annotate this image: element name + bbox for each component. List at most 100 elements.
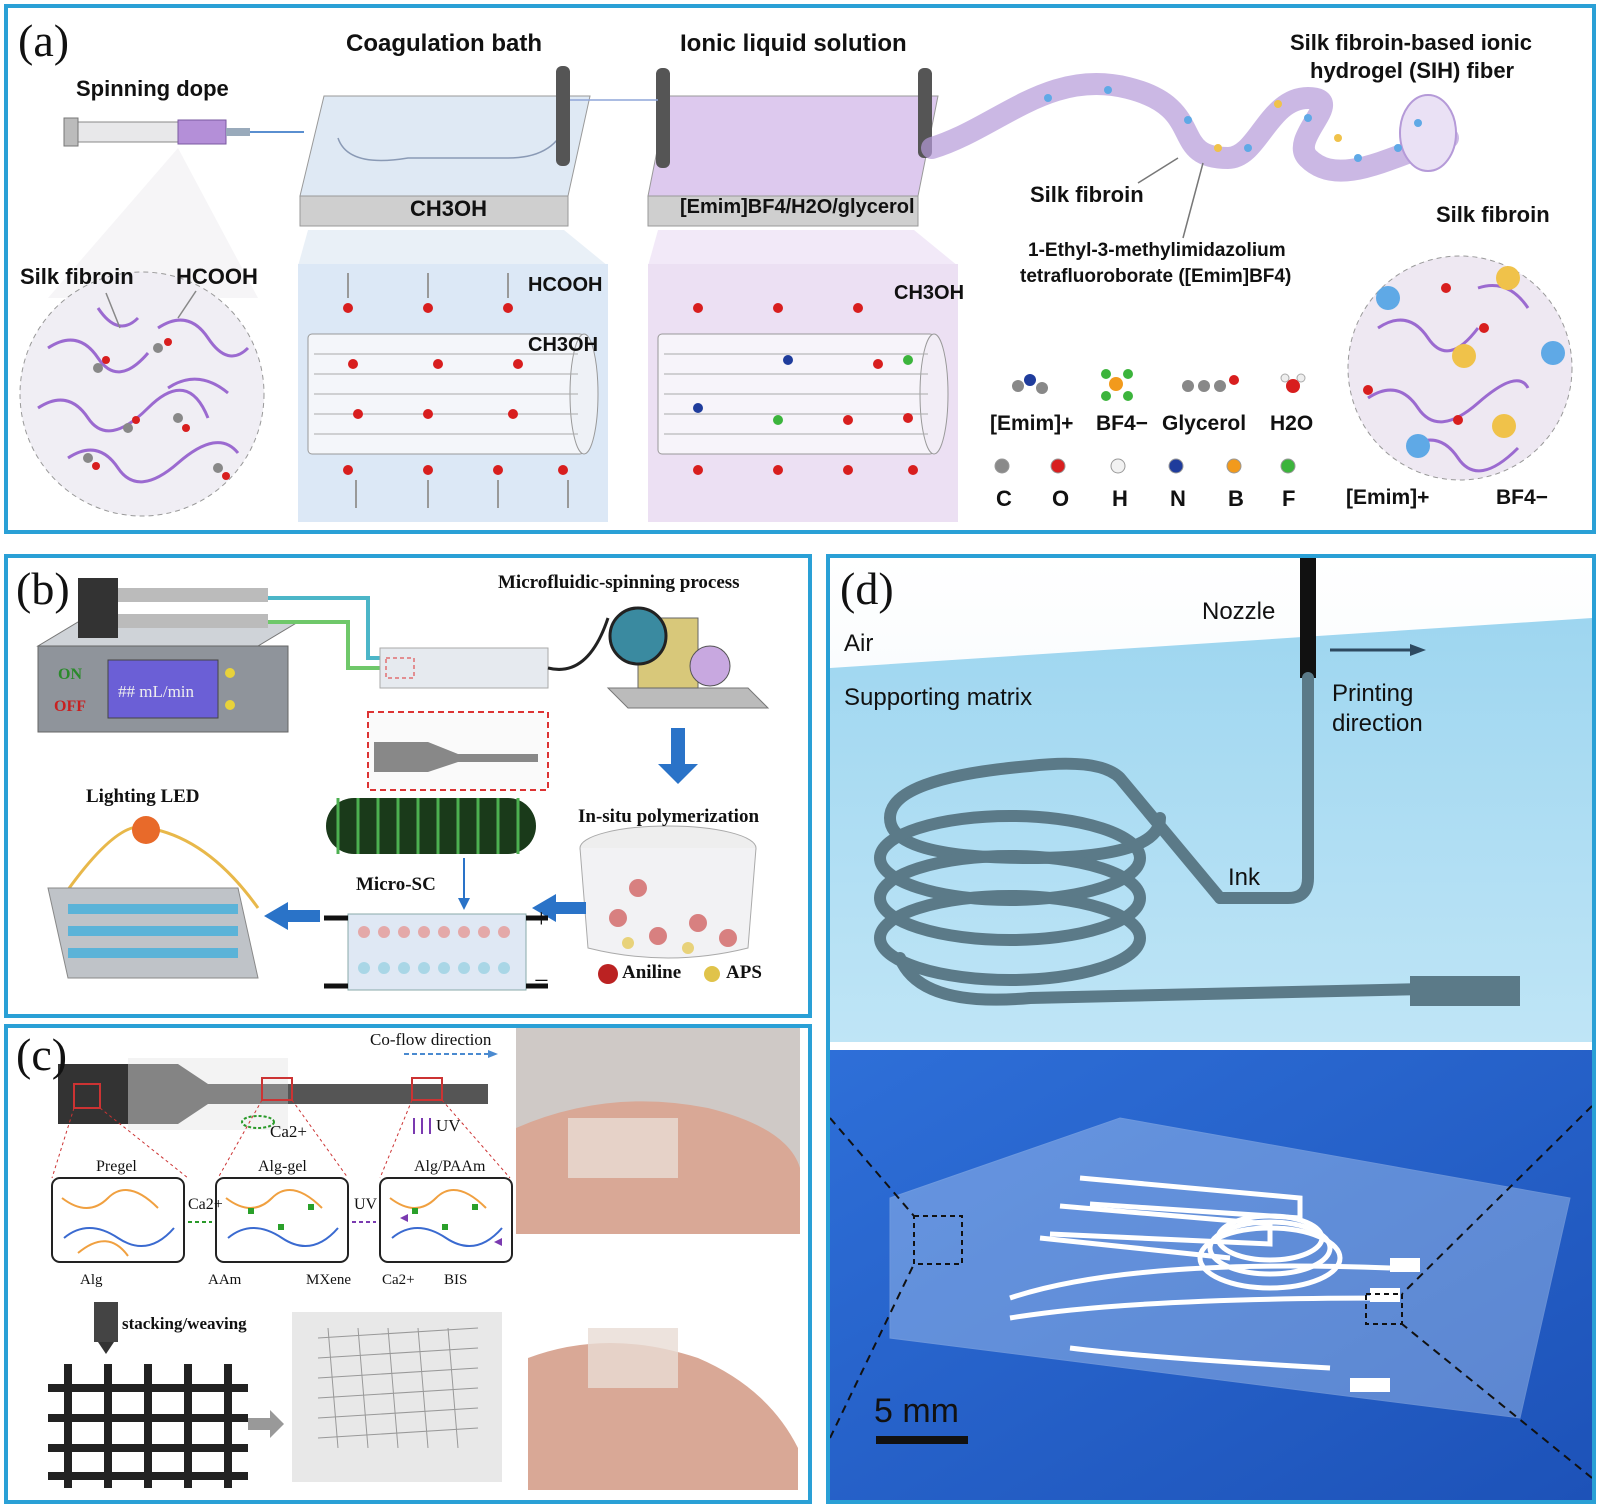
ionic-liquid-solution-label: Ionic liquid solution <box>680 30 907 57</box>
ca2-nozzle-label: Ca2+ <box>270 1122 307 1141</box>
atom-dot-f <box>1280 458 1296 474</box>
legend-atom-b: B <box>1228 486 1244 511</box>
polymerization-label: In-situ polymerization <box>578 806 760 827</box>
woven-scaffold-icon <box>48 1302 248 1488</box>
printing-nozzle-icon <box>1300 558 1316 678</box>
panel-d-graphics <box>830 558 1592 1500</box>
legend-molecule-icons <box>1012 369 1306 401</box>
atom-dot-c <box>994 458 1010 474</box>
emim-circle-label: [Emim]+ <box>1346 486 1430 509</box>
legend-atom-o: O <box>1052 486 1070 511</box>
formic-acid-molecules <box>83 338 230 480</box>
panel-b-graphics <box>36 578 770 991</box>
coagulation-bath-tank <box>299 66 591 227</box>
legend-alg: Alg <box>80 1272 103 1288</box>
legend-atom-h: H <box>1112 486 1128 511</box>
alg-paam-label: Alg/PAAm <box>414 1158 486 1175</box>
panel-b: (b) Microfluidic-spinning process ON OFF… <box>4 554 812 1018</box>
printing-direction-line2: direction <box>1332 710 1423 737</box>
bath1-solvent-label: CH3OH <box>410 196 488 221</box>
lighting-led-label: Lighting LED <box>86 786 200 807</box>
pregel-network-box <box>51 1177 185 1263</box>
legend-h2o: H2O <box>1270 412 1314 435</box>
atom-dot-b <box>1226 458 1242 474</box>
alg-gel-network-box <box>215 1177 349 1263</box>
pump-on-label: ON <box>58 666 82 683</box>
legend-atom-f: F <box>1282 486 1296 511</box>
printed-electrode-traces <box>1009 1175 1391 1371</box>
coagulation-bath-label: Coagulation bath <box>346 30 542 57</box>
panel-c-label: (c) <box>16 1029 68 1080</box>
legend-mxene: MXene <box>306 1272 351 1288</box>
uv-nozzle-label: UV <box>436 1116 461 1135</box>
scale-bar <box>876 1436 968 1444</box>
legend-ca2: Ca2+ <box>382 1272 415 1288</box>
panel-b-label: (b) <box>16 563 70 614</box>
spinning-dope-label: Spinning dope <box>76 76 229 101</box>
syringe-pump-icon <box>36 578 300 733</box>
legend-emim: [Emim]+ <box>990 412 1074 435</box>
silk-fibroin-right-label: Silk fibroin <box>1436 202 1550 227</box>
ch3oh-middle-label: CH3OH <box>528 334 599 356</box>
legend-bis: BIS <box>444 1272 468 1288</box>
legend-atom-n: N <box>1170 486 1186 511</box>
silk-fibroin-left-label: Silk fibroin <box>20 264 134 289</box>
legend-bf4: BF4− <box>1096 412 1148 435</box>
micro-supercapacitor-icon <box>324 913 548 991</box>
bf4-circle-label: BF4− <box>1496 486 1548 509</box>
hcooh-left-label: HCOOH <box>176 264 258 289</box>
atom-dot-o <box>1050 458 1066 474</box>
atom-dot-n <box>1168 458 1184 474</box>
panel-c-graphics <box>48 1028 800 1490</box>
pump-rate-display: ## mL/min <box>118 682 195 701</box>
polymerization-beaker-icon <box>579 825 757 959</box>
sih-fiber-strand <box>921 73 1459 182</box>
legend-atom-dots <box>994 458 1296 474</box>
ionic-liquid-bath-tank <box>647 68 939 227</box>
sih-fiber-zoom-circle <box>1347 255 1573 481</box>
panel-c: (c) Co-flow direction Ca2+ UV Pregel Alg… <box>4 1024 812 1504</box>
legend-glycerol: Glycerol <box>1162 412 1247 435</box>
panel-d-label: (d) <box>840 563 894 614</box>
legend-aam: AAm <box>208 1272 242 1288</box>
coaxial-nozzle-icon <box>58 1058 488 1130</box>
arrow-ca2-label: Ca2+ <box>188 1196 223 1213</box>
hcooh-middle-label: HCOOH <box>528 274 603 296</box>
scale-bar-label: 5 mm <box>874 1392 959 1430</box>
nozzle-label: Nozzle <box>1202 598 1276 625</box>
fiber-particles <box>1044 86 1422 162</box>
aps-legend-label: APS <box>726 962 762 983</box>
minus-terminal-label: − <box>534 966 549 995</box>
panel-a-label: (a) <box>18 15 70 66</box>
pump-off-label: OFF <box>54 698 86 715</box>
emim-name-line1: 1-Ethyl-3-methylimidazolium <box>1028 240 1286 261</box>
legend-atom-c: C <box>996 486 1012 511</box>
ch3oh-right-label: CH3OH <box>894 282 965 304</box>
bath2-solvent-label: [Emim]BF4/H2O/glycerol <box>680 196 915 218</box>
panel-d: (d) Nozzle Air Supporting matrix Printin… <box>826 554 1596 1504</box>
air-label: Air <box>844 630 874 657</box>
aniline-legend-label: Aniline <box>622 962 682 983</box>
panel-b-title: Microfluidic-spinning process <box>498 572 740 593</box>
stacking-weaving-label: stacking/weaving <box>122 1314 247 1333</box>
atom-dot-h <box>1110 458 1126 474</box>
sih-fiber-label-line2: hydrogel (SIH) fiber <box>1310 58 1515 83</box>
silk-fibroin-fiber-label: Silk fibroin <box>1030 182 1144 207</box>
alg-paam-network-box <box>379 1177 513 1263</box>
collector-roller-icon <box>606 606 770 709</box>
printing-direction-line1: Printing <box>1332 680 1414 707</box>
plus-terminal-label: + <box>534 904 549 933</box>
micro-sc-label: Micro-SC <box>356 874 436 895</box>
coflow-direction-label: Co-flow direction <box>370 1030 492 1049</box>
panel-a: (a) Spinning dope Coagulation bath Ionic… <box>4 4 1596 534</box>
supporting-matrix-label: Supporting matrix <box>844 684 1033 711</box>
ink-label: Ink <box>1228 864 1261 891</box>
pregel-label: Pregel <box>96 1158 137 1175</box>
panel-a-graphics <box>19 66 1573 522</box>
led-device-icon <box>47 816 260 979</box>
printed-ink-coil <box>874 672 1520 1006</box>
sih-fiber-label-line1: Silk fibroin-based ionic <box>1290 30 1533 55</box>
syringe-icon <box>63 117 304 147</box>
arrow-uv-label: UV <box>354 1196 378 1213</box>
fiber-brush-icon <box>326 798 536 854</box>
